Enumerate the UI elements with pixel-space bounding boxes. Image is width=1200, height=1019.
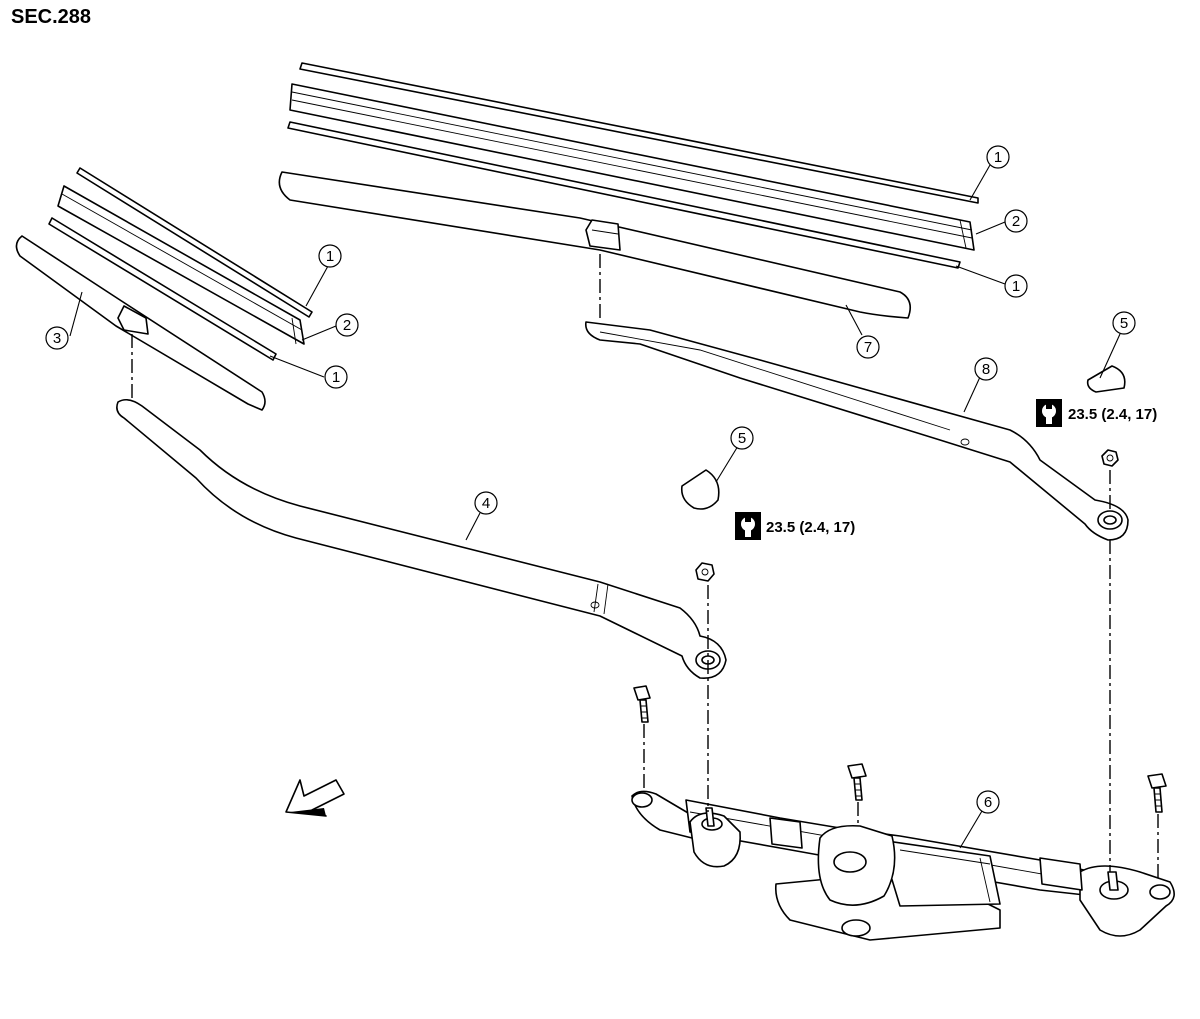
callout-1-lh-upper: 1 xyxy=(318,244,342,268)
rh-pivot-nut xyxy=(1101,449,1119,467)
callout-1-lh-lower: 1 xyxy=(324,365,348,389)
callout-8: 8 xyxy=(974,357,998,381)
svg-text:1: 1 xyxy=(326,248,334,265)
svg-text:1: 1 xyxy=(994,149,1002,166)
lh-refill-lower xyxy=(48,217,277,361)
svg-text:8: 8 xyxy=(982,361,990,378)
callout-6: 6 xyxy=(976,790,1000,814)
lh-blade-assembly xyxy=(15,235,266,411)
callout-1-rh-upper: 1 xyxy=(986,145,1010,169)
callout-5-lh: 5 xyxy=(730,426,754,450)
leader-lines xyxy=(69,164,1121,849)
torque-spec-lh: 23.5 (2.4, 17) xyxy=(735,512,855,540)
torque-spec-rh: 23.5 (2.4, 17) xyxy=(1036,399,1157,427)
lh-refill-upper xyxy=(76,167,313,318)
front-direction-arrow-icon xyxy=(285,779,345,817)
callout-7: 7 xyxy=(856,335,880,359)
section-title: SEC.288 xyxy=(11,6,92,28)
callout-5-rh: 5 xyxy=(1112,311,1136,335)
callout-circles: 1 2 1 7 5 8 1 xyxy=(45,145,1136,814)
lh-blade-rubber xyxy=(57,185,305,345)
rh-blade-assembly xyxy=(278,171,911,319)
torque-wrench-icon xyxy=(1036,399,1062,427)
svg-text:4: 4 xyxy=(482,495,490,512)
rh-wiper-arm xyxy=(584,321,1129,541)
svg-text:2: 2 xyxy=(1012,213,1020,230)
lh-pivot-nut xyxy=(695,562,715,582)
rh-pivot-cap xyxy=(1086,365,1126,393)
rh-refill-lower xyxy=(287,121,961,269)
rh-blade-rubber xyxy=(289,83,975,251)
callout-4: 4 xyxy=(474,491,498,515)
callout-3: 3 xyxy=(45,326,69,350)
bolt-left xyxy=(633,685,651,723)
alignment-lines xyxy=(131,254,1159,882)
svg-text:5: 5 xyxy=(738,430,746,447)
wiper-motor-linkage xyxy=(631,790,1175,941)
callout-2-rh: 2 xyxy=(1004,209,1028,233)
svg-text:1: 1 xyxy=(332,369,340,386)
lh-pivot-cap xyxy=(680,469,720,510)
rh-refill-upper xyxy=(299,62,979,204)
svg-text:2: 2 xyxy=(343,317,351,334)
svg-text:23.5 (2.4, 17): 23.5 (2.4, 17) xyxy=(1068,406,1157,423)
svg-text:1: 1 xyxy=(1012,278,1020,295)
callout-2-lh: 2 xyxy=(335,313,359,337)
svg-text:7: 7 xyxy=(864,339,872,356)
svg-text:23.5 (2.4, 17): 23.5 (2.4, 17) xyxy=(766,519,855,536)
bolt-right xyxy=(1147,773,1167,813)
callout-1-rh-lower: 1 xyxy=(1004,274,1028,298)
svg-text:3: 3 xyxy=(53,330,61,347)
svg-text:5: 5 xyxy=(1120,315,1128,332)
lh-wiper-arm xyxy=(116,398,727,679)
bolt-center xyxy=(847,763,867,801)
svg-text:6: 6 xyxy=(984,794,992,811)
torque-wrench-icon xyxy=(735,512,761,540)
